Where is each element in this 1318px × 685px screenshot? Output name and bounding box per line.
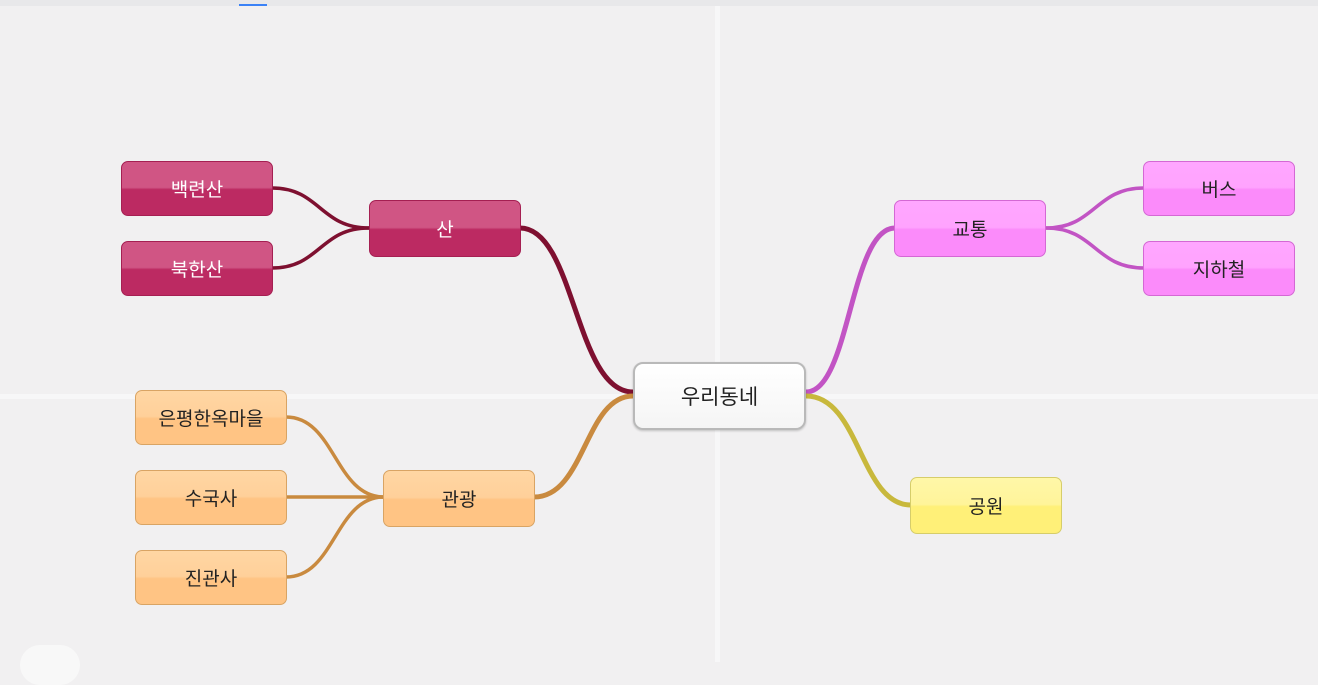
center-node[interactable]: 우리동네 — [633, 362, 806, 430]
branch-node-park[interactable]: 공원 — [910, 477, 1062, 534]
link-center-park — [803, 393, 914, 508]
link-tour-hanok — [285, 415, 385, 499]
canvas-divider-vertical — [715, 6, 720, 662]
branch-node-traffic[interactable]: 교통 — [894, 200, 1046, 257]
corner-bubble — [20, 645, 80, 685]
leaf-node-bukhansan[interactable]: 북한산 — [121, 241, 273, 296]
top-toolbar — [0, 0, 1318, 6]
leaf-node-bus[interactable]: 버스 — [1143, 161, 1295, 216]
leaf-node-jingwansa[interactable]: 진관사 — [135, 550, 287, 605]
leaf-node-suguksa[interactable]: 수국사 — [135, 470, 287, 525]
mindmap-links — [271, 186, 1145, 579]
toolbar-link-underline[interactable] — [239, 0, 267, 6]
link-traffic-bus — [1045, 186, 1145, 230]
link-center-traffic — [803, 225, 898, 395]
leaf-node-hanok-village[interactable]: 은평한옥마을 — [135, 390, 287, 445]
branch-node-mountain[interactable]: 산 — [369, 200, 521, 257]
link-center-mountain — [517, 225, 636, 395]
link-center-tour — [531, 393, 636, 500]
leaf-node-subway[interactable]: 지하철 — [1143, 241, 1295, 296]
leaf-node-baengnyeonsan[interactable]: 백련산 — [121, 161, 273, 216]
link-mountain-baengnyeonsan — [271, 186, 370, 230]
link-mountain-bukhansan — [271, 226, 370, 270]
branch-node-tour[interactable]: 관광 — [383, 470, 535, 527]
link-tour-jingwansa — [285, 495, 385, 579]
link-traffic-subway — [1045, 226, 1145, 270]
